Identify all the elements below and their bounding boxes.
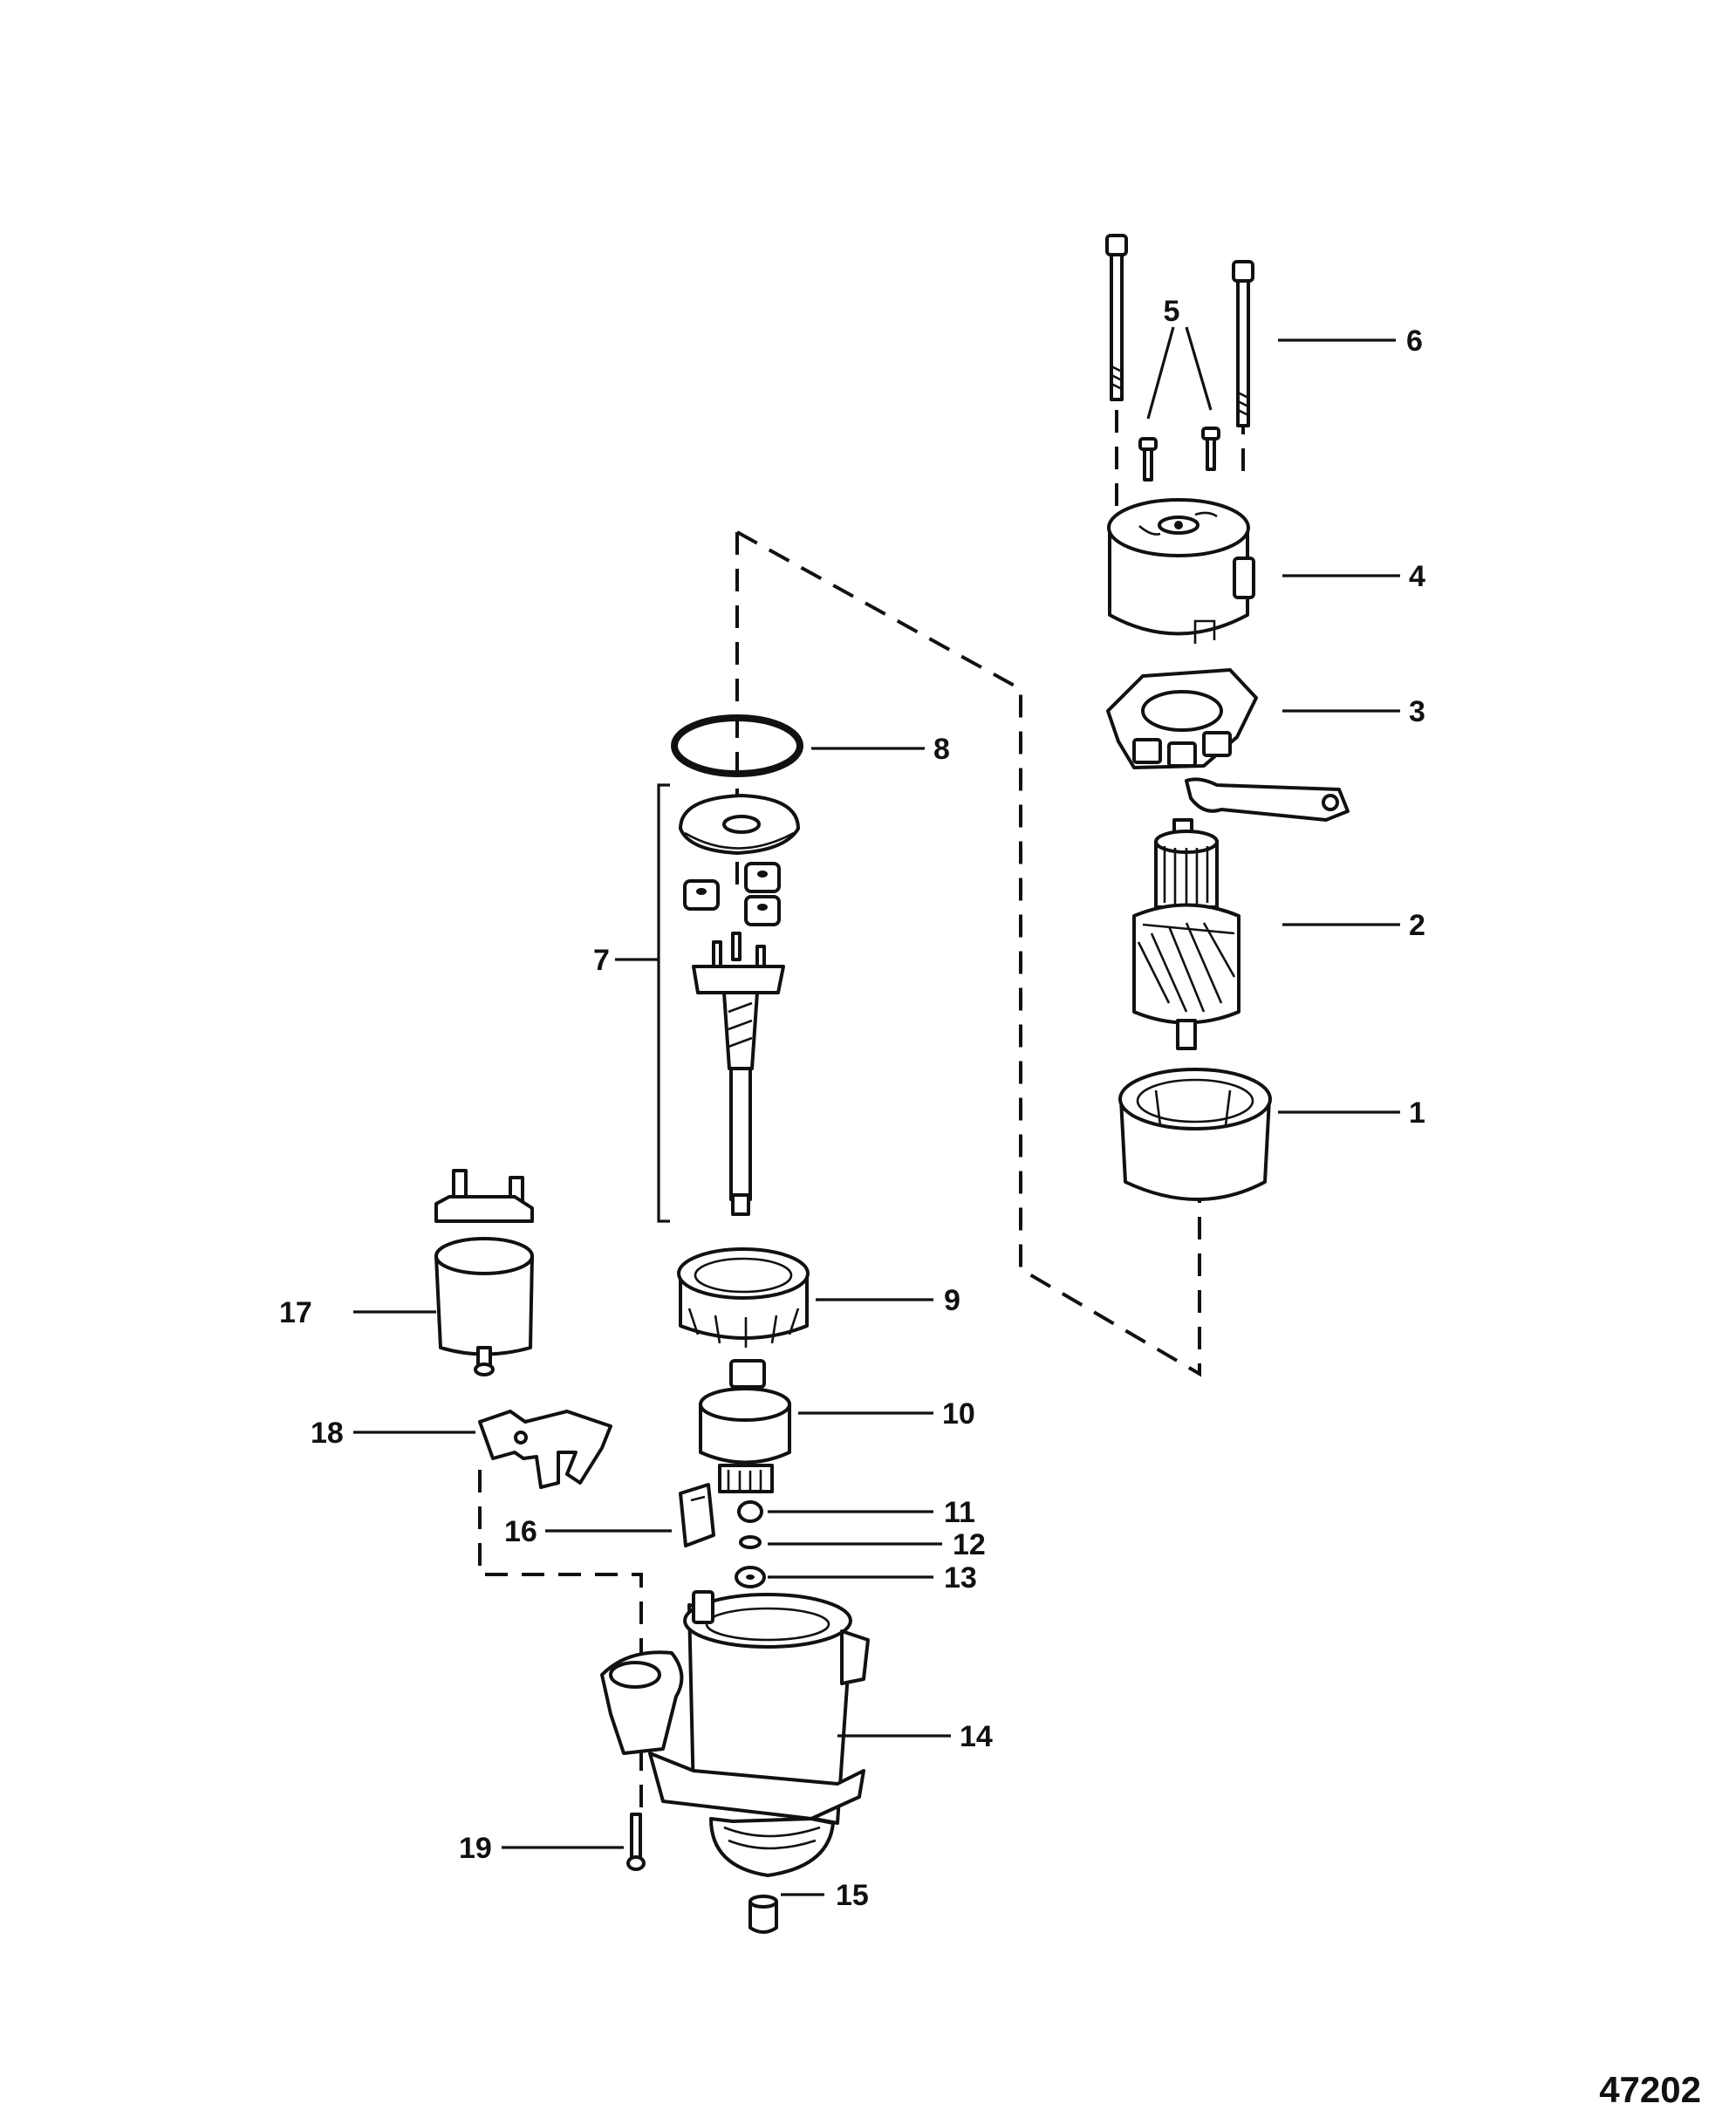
drive-clutch <box>699 1359 791 1493</box>
callout-13: 13 <box>944 1561 977 1595</box>
callout-3: 3 <box>1409 695 1425 728</box>
callout-15: 15 <box>836 1879 869 1912</box>
callout-8: 8 <box>933 733 950 766</box>
callout-6: 6 <box>1406 324 1423 358</box>
callout-7: 7 <box>593 944 610 977</box>
pinion-shaft <box>692 932 785 1216</box>
callout-14: 14 <box>960 1720 993 1753</box>
through-bolts <box>1105 234 1254 427</box>
commutator-end-cap <box>1107 498 1255 644</box>
solenoid <box>434 1169 534 1376</box>
callout-17: 17 <box>279 1296 312 1329</box>
brush-plate-screws <box>1138 427 1220 481</box>
shift-fork <box>478 1410 612 1489</box>
callout-1: 1 <box>1409 1096 1425 1130</box>
callout-4: 4 <box>1409 560 1425 593</box>
bushing <box>748 1895 778 1934</box>
callout-labels: 1 2 3 4 5 6 7 8 9 10 11 12 13 14 15 16 1… <box>279 295 1425 1912</box>
o-ring <box>671 714 803 777</box>
callout-10: 10 <box>942 1397 975 1431</box>
leader-lines <box>353 326 1400 1896</box>
field-frame <box>1118 1068 1272 1201</box>
callout-16: 16 <box>504 1515 537 1548</box>
callout-9: 9 <box>944 1284 960 1317</box>
planet-gears <box>683 862 781 926</box>
callout-2: 2 <box>1409 909 1425 942</box>
gear-set-bracket <box>657 783 670 1223</box>
callout-19: 19 <box>459 1832 492 1865</box>
callout-18: 18 <box>311 1417 344 1450</box>
callout-12: 12 <box>953 1528 986 1561</box>
callout-5: 5 <box>1164 295 1180 328</box>
retaining-hardware <box>735 1500 766 1588</box>
drive-lever-plate <box>679 1483 715 1547</box>
callout-11: 11 <box>944 1496 975 1529</box>
drive-housing <box>600 1590 870 1877</box>
planetary-gear-set <box>679 794 800 1216</box>
armature <box>1132 818 1240 1050</box>
mounting-bolt <box>626 1813 646 1871</box>
ring-gear <box>677 1247 810 1348</box>
figure-number: 47202 <box>1599 2069 1701 2110</box>
brush-plate <box>1106 668 1350 822</box>
